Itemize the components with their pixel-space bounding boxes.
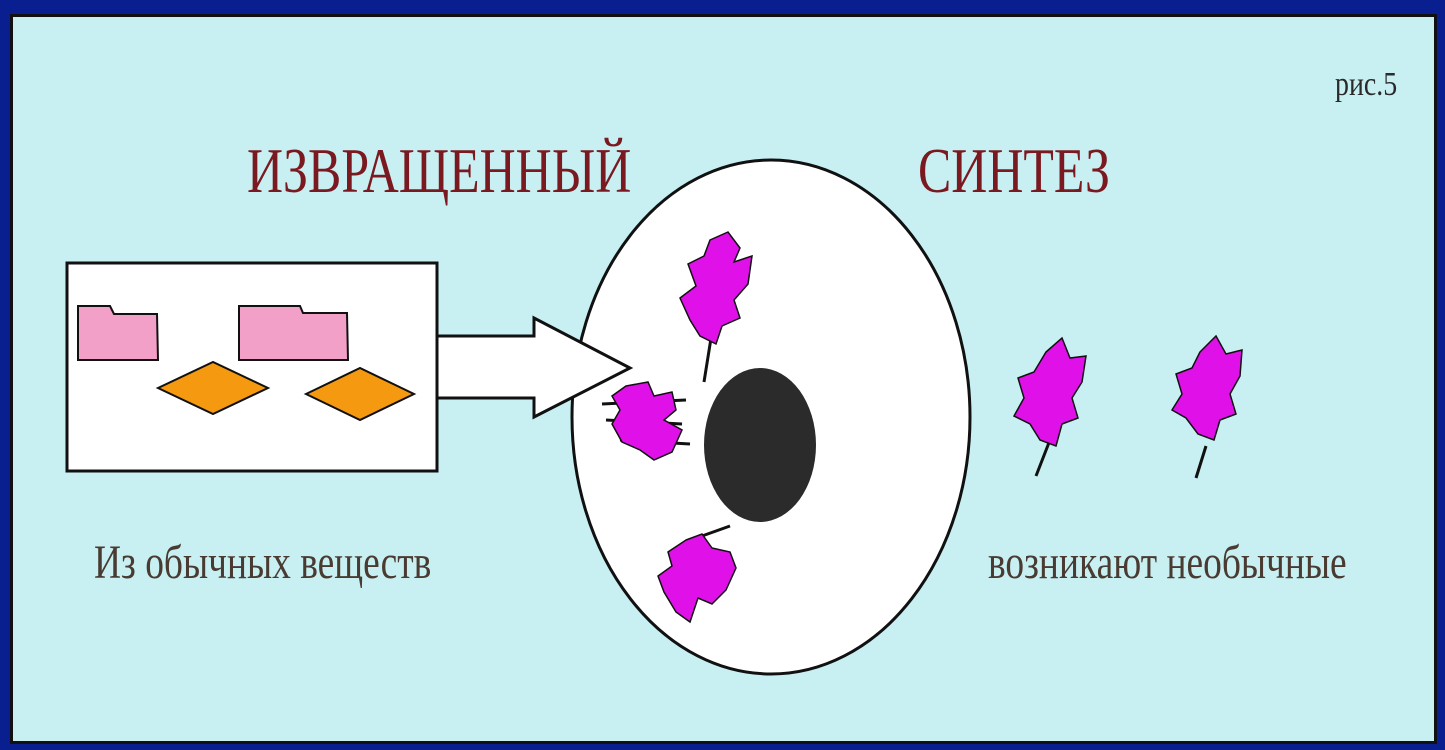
nucleus [704, 368, 816, 522]
magenta-molecule-outside-1 [1014, 338, 1086, 476]
title-left: ИЗВРАЩЕННЫЙ [247, 134, 631, 208]
title-right: СИНТЕЗ [918, 134, 1110, 208]
pink-block-2 [239, 306, 348, 360]
caption-right: возникают необычные [988, 535, 1347, 590]
substances-box [67, 263, 437, 471]
pink-block-1 [78, 306, 158, 360]
caption-left: Из обычных веществ [94, 535, 431, 590]
figure-label: рис.5 [1335, 66, 1397, 104]
magenta-molecule-outside-2 [1172, 336, 1242, 478]
